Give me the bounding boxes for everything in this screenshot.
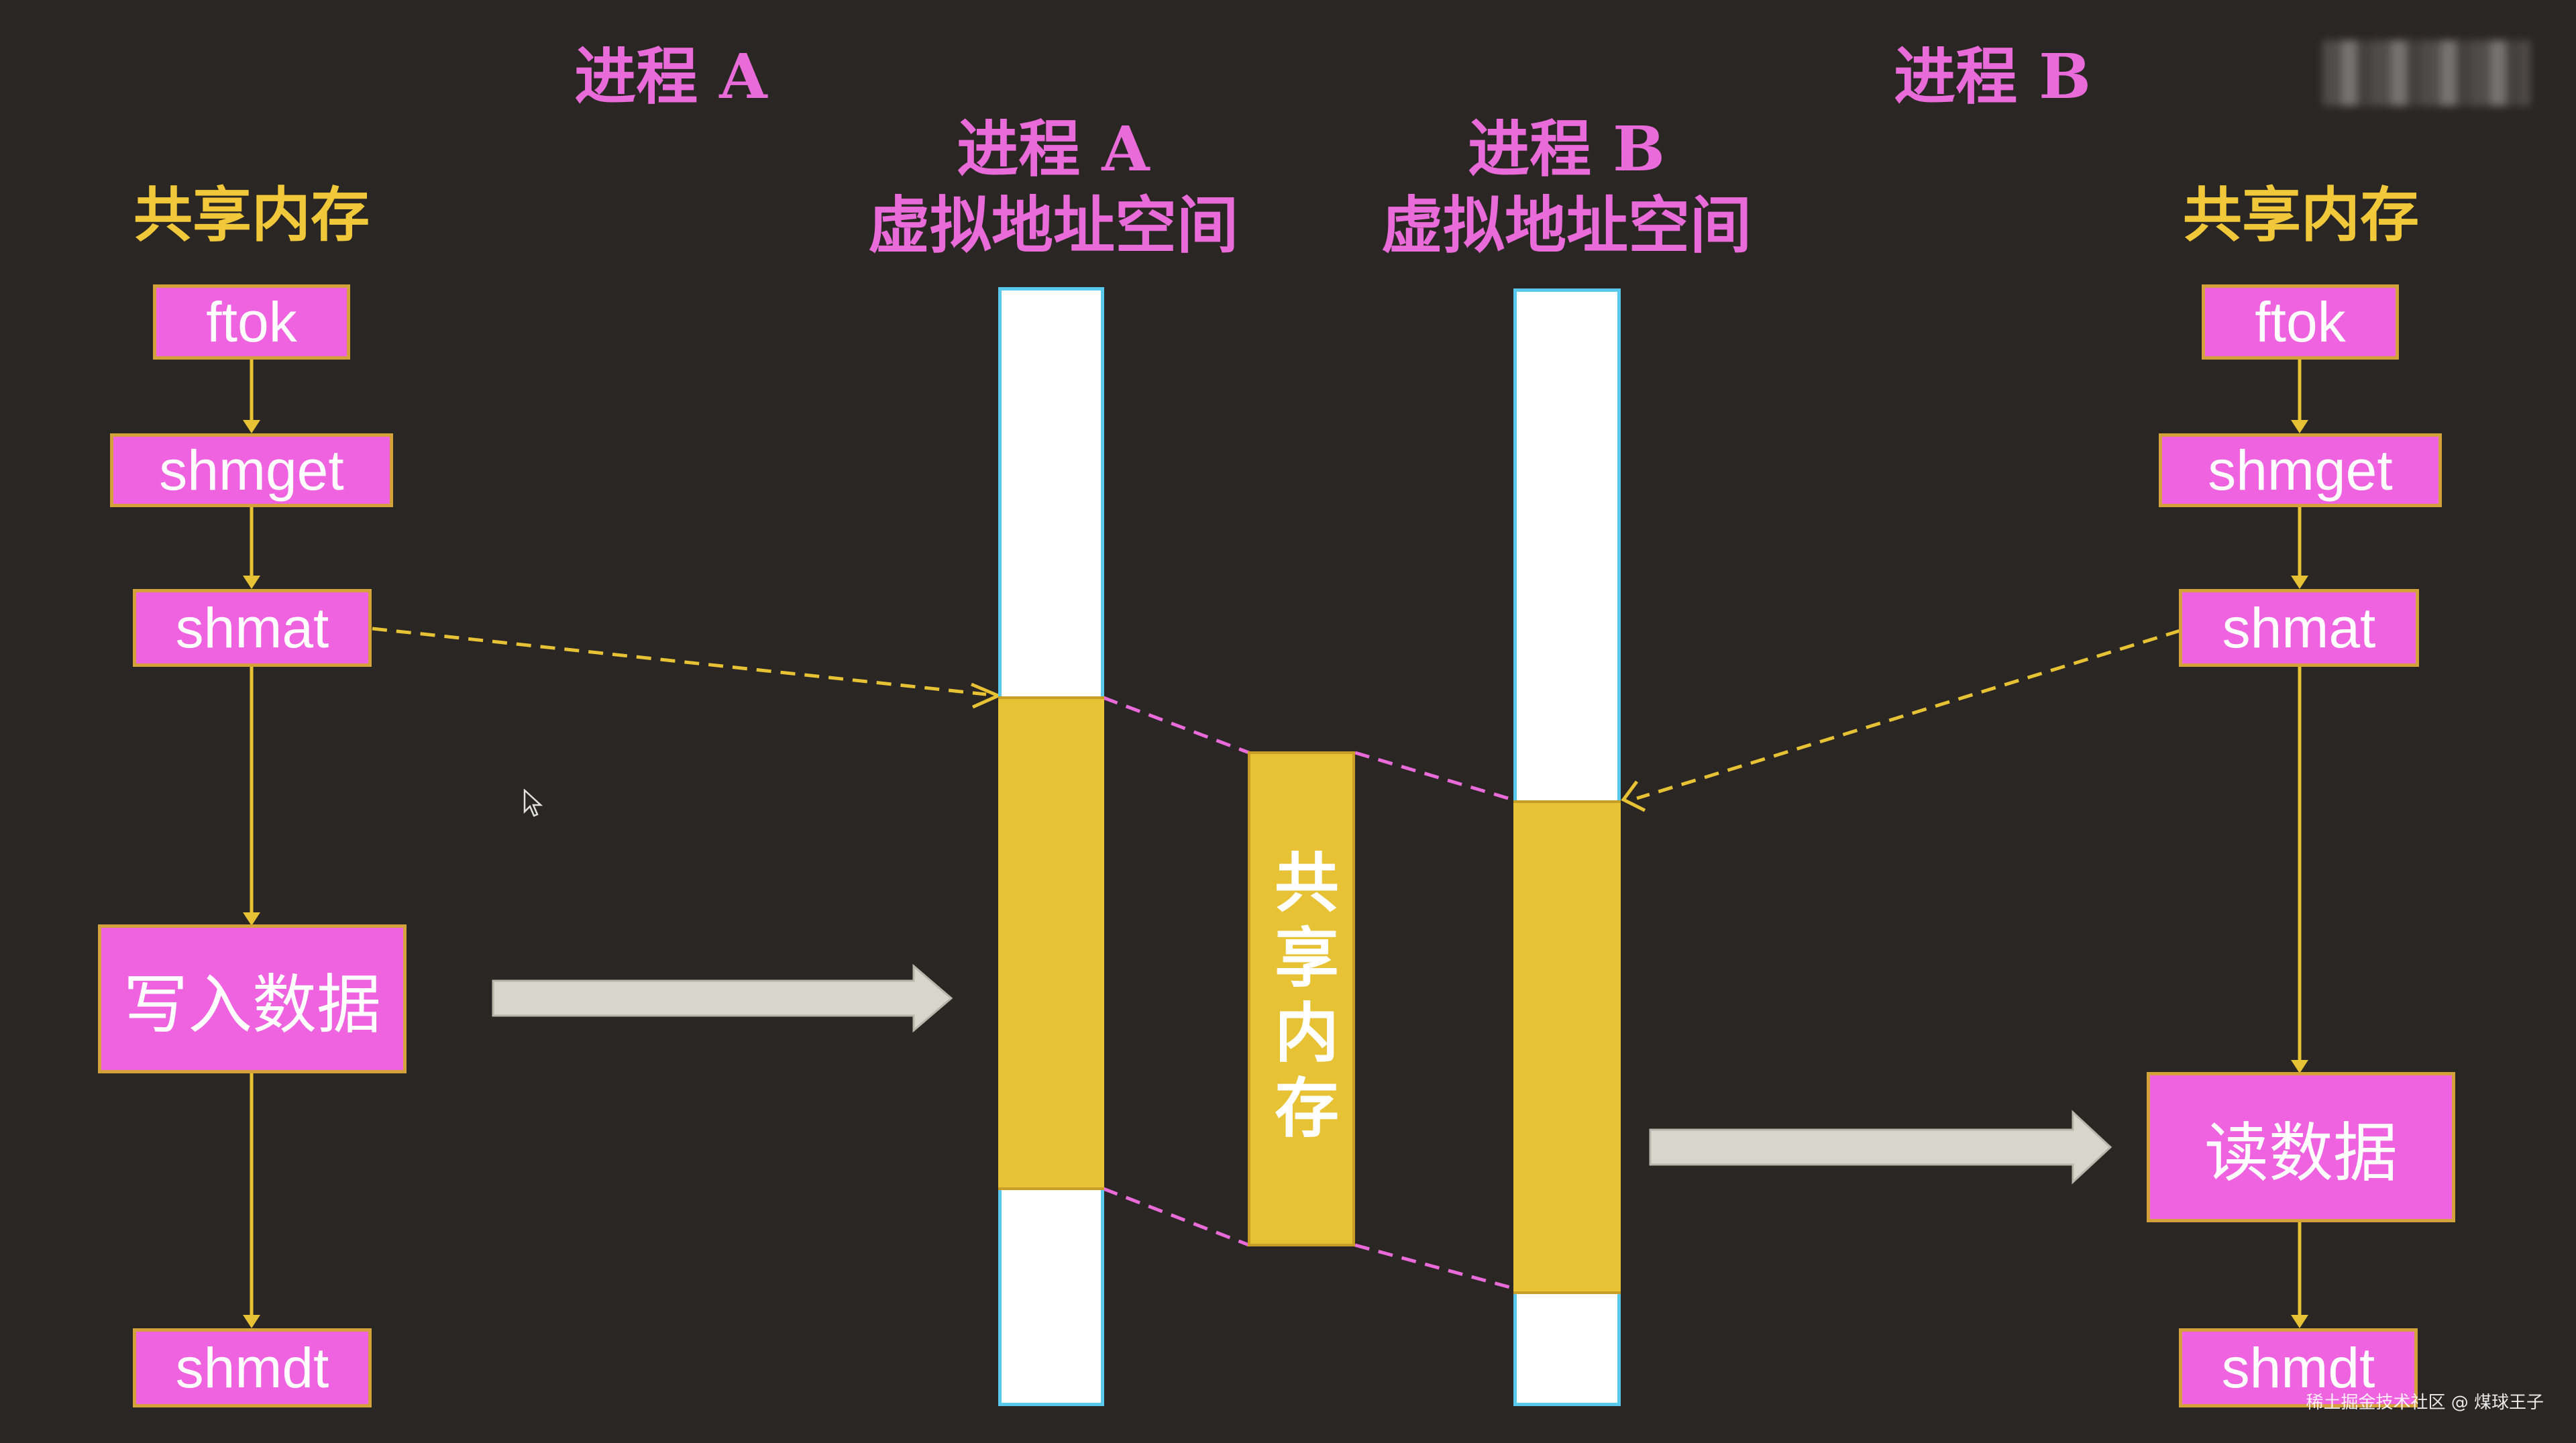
shmat-box-a: shmat	[133, 589, 372, 667]
ftok-box-b: ftok	[2202, 284, 2399, 360]
shmdt-box-b: shmdt	[2179, 1328, 2418, 1407]
map-line-a-top	[1103, 696, 1250, 755]
shmget-box-b: shmget	[2159, 433, 2442, 507]
dashed-attach-b	[1636, 629, 2181, 800]
arrowhead-a-2	[243, 576, 260, 589]
map-line-a-bottom	[1103, 1187, 1250, 1247]
shm-a-header: 共享内存	[133, 180, 370, 250]
dashed-attach-a	[372, 627, 987, 696]
shmget-box-a: shmget	[110, 433, 393, 507]
mouse-cursor-icon	[523, 789, 543, 817]
blurred-logo	[2322, 40, 2530, 106]
shm-b-header: 共享内存	[2182, 180, 2419, 250]
vspace-a-title-line1: 进程 A	[957, 113, 1150, 185]
map-line-b-bottom	[1354, 1243, 1513, 1290]
read-arrow	[1649, 1110, 2112, 1185]
process-b-title: 进程 B	[1894, 40, 2091, 113]
dashed-arrowhead-b	[1621, 780, 1646, 812]
map-line-b-top	[1354, 751, 1513, 802]
shmat-box-b: shmat	[2179, 589, 2419, 667]
vspace-a-title-line2: 虚拟地址空间	[867, 189, 1238, 262]
write-data-box: 写入数据	[98, 924, 407, 1073]
vspace-b-shared-segment	[1513, 800, 1621, 1294]
arrowhead-b-3	[2291, 1060, 2308, 1073]
process-a-title: 进程 A	[574, 40, 767, 113]
vspace-a-shared-segment	[998, 696, 1104, 1190]
arrowhead-a-3	[243, 912, 260, 926]
arrowhead-b-4	[2291, 1315, 2308, 1328]
write-arrow	[492, 963, 953, 1033]
arrowhead-a-1	[243, 420, 260, 433]
shmdt-box-a: shmdt	[133, 1328, 372, 1407]
ftok-box-a: ftok	[153, 284, 350, 360]
read-data-box: 读数据	[2147, 1072, 2455, 1222]
arrowhead-b-1	[2291, 420, 2308, 433]
vspace-b-bar	[1513, 288, 1621, 1406]
arrowhead-a-4	[243, 1315, 260, 1328]
arrowhead-b-2	[2291, 576, 2308, 589]
vspace-b-title-line1: 进程 B	[1468, 113, 1665, 185]
watermark-text: 稀土掘金技术社区 @ 煤球王子	[2306, 1393, 2544, 1413]
vspace-b-title-line2: 虚拟地址空间	[1381, 189, 1752, 262]
shared-memory-block: 共享内存	[1248, 751, 1355, 1246]
vspace-a-bar	[998, 287, 1104, 1406]
